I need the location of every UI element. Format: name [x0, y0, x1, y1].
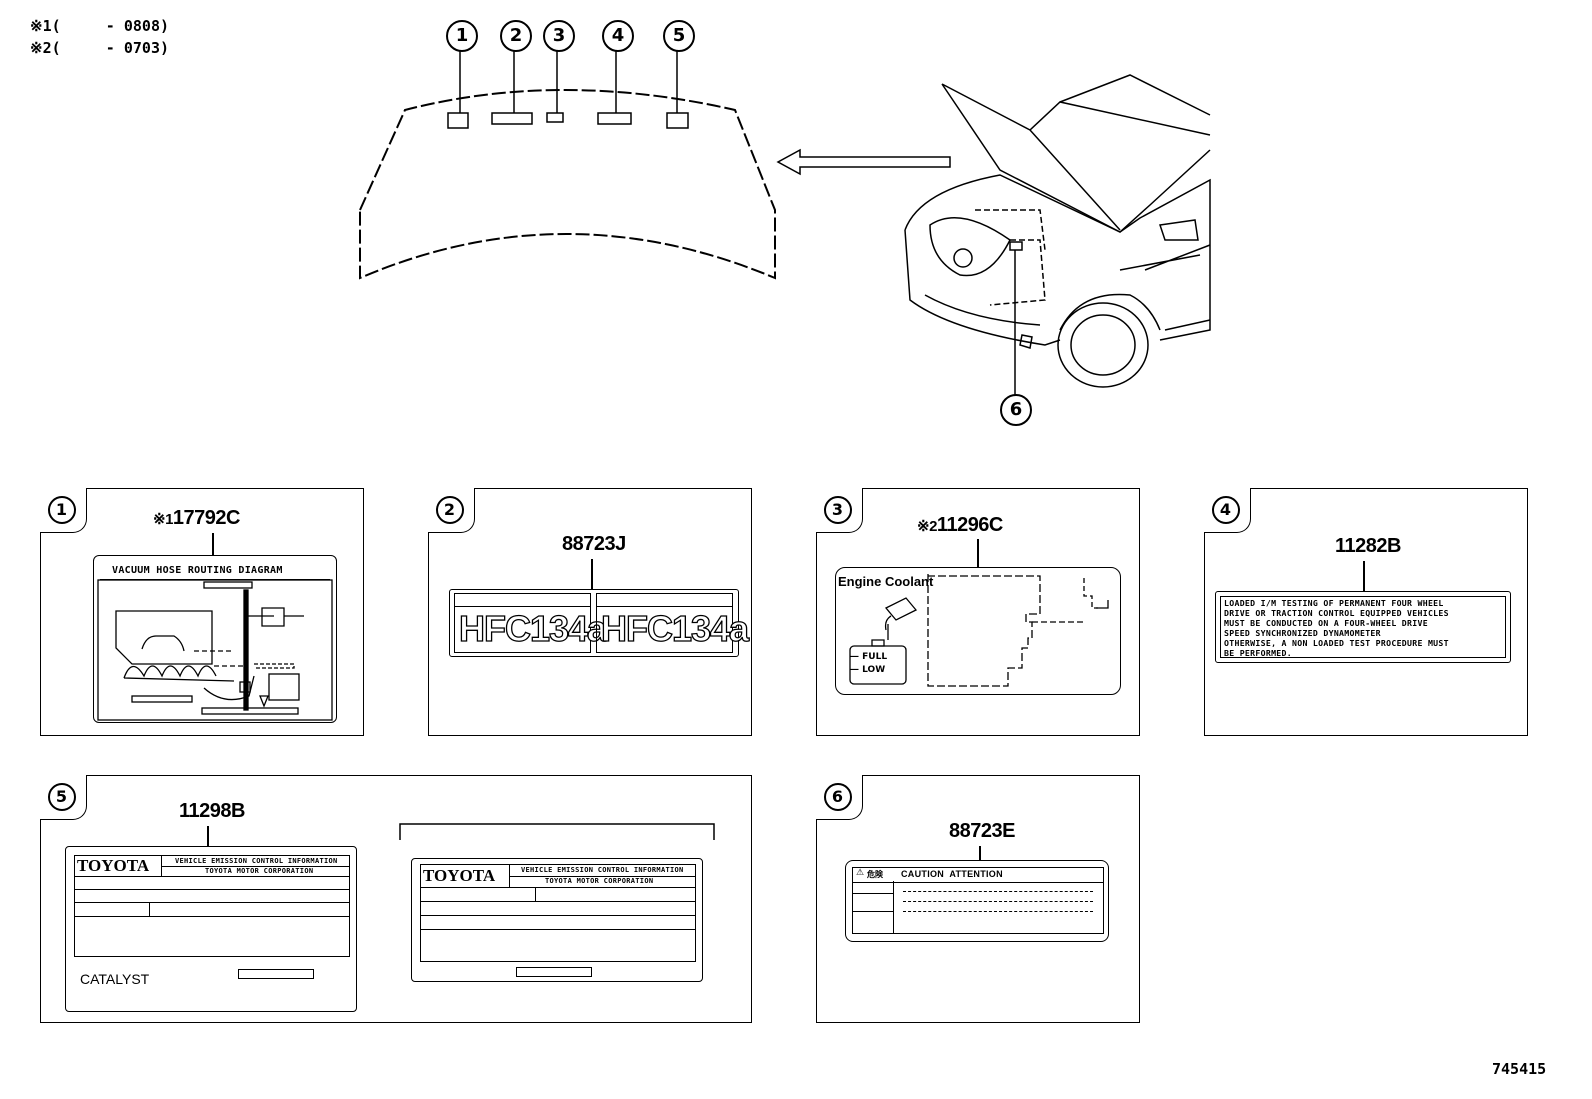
callout-4: 4: [602, 20, 634, 52]
catalyst-label: CATALYST: [80, 971, 150, 987]
note-2-mark: ※2: [30, 39, 52, 57]
car-icon: [904, 74, 1211, 388]
note-2: ※2( - 0703): [30, 38, 169, 58]
panel-2-number: 2: [435, 495, 464, 524]
panel-1-number: 1: [47, 495, 76, 524]
panel-4-number: 4: [1211, 495, 1240, 524]
panel-1: 1 ※117792C VACUUM HOSE ROUTING DIAGRAM: [39, 487, 364, 736]
panel-6: 6 88723E ⚠ 危険 CAUTION ATTENTION: [815, 774, 1140, 1023]
panel-5-number: 5: [47, 782, 76, 811]
engine-coolant-label: Engine Coolant — FULL — LOW: [835, 567, 1121, 695]
panel-3: 3 ※211296C Engine Coolant — FULL — LOW: [815, 487, 1140, 736]
panel-4-part: 11282B: [1335, 535, 1401, 557]
hood-and-car-illustration: [359, 48, 1211, 395]
hood-label-3: [546, 112, 564, 123]
hood-outline: [359, 89, 776, 280]
emission-label-b: TOYOTA VEHICLE EMISSION CONTROL INFORMAT…: [411, 858, 703, 982]
coolant-pour-icon: [849, 574, 1109, 687]
coolant-full: FULL: [862, 652, 888, 662]
panel-5-part: 11298B: [179, 800, 245, 822]
coolant-low: LOW: [862, 665, 886, 675]
note-1-text: ( - 0808): [51, 17, 170, 35]
vacuum-hose-title: VACUUM HOSE ROUTING DIAGRAM: [112, 565, 283, 576]
vacuum-hose-label: VACUUM HOSE ROUTING DIAGRAM: [93, 555, 337, 723]
figure-id: 745415: [1492, 1060, 1547, 1078]
warning-icon: ⚠: [856, 868, 865, 878]
coolant-title: Engine Coolant: [838, 574, 934, 589]
panel-2: 2 88723J HFC134a HFC134a: [427, 487, 752, 736]
panel-6-number: 6: [823, 782, 852, 811]
refrigerant-label: HFC134a HFC134a: [449, 589, 750, 657]
hood-label-1: [447, 112, 469, 129]
callout-1: 1: [446, 20, 478, 52]
panel-2-part: 88723J: [562, 533, 626, 555]
loaded-im-label: LOADED I/M TESTING OF PERMANENT FOUR WHE…: [1215, 591, 1511, 663]
note-2-text: ( - 0703): [51, 39, 170, 57]
hfc-text-left: HFC134a: [458, 607, 607, 649]
arrow-left-icon: [776, 148, 951, 176]
hood-label-4: [597, 112, 632, 125]
panel-3-number: 3: [823, 495, 852, 524]
callout-5: 5: [663, 20, 695, 52]
toyota-brand-b: TOYOTA: [423, 866, 496, 885]
hfc-text-right: HFC134a: [600, 607, 749, 649]
toyota-brand-a: TOYOTA: [77, 856, 150, 875]
caution-label: ⚠ 危険 CAUTION ATTENTION: [845, 860, 1109, 942]
hood-label-5: [666, 112, 689, 129]
panel-3-part: ※211296C: [917, 514, 1003, 536]
vacuum-diagram-icon: [97, 579, 333, 721]
callout-6: 6: [1000, 394, 1032, 426]
hood-label-2: [491, 112, 533, 125]
panel-1-part: ※117792C: [153, 507, 240, 529]
note-1-mark: ※1: [30, 17, 52, 35]
note-1: ※1( - 0808): [30, 16, 169, 36]
panel-5: 5 11298B TOYOTA VEHICLE EMISSION CONTROL…: [39, 774, 752, 1023]
caution-text: CAUTION ATTENTION: [901, 869, 1003, 879]
callout-2: 2: [500, 20, 532, 52]
emission-label-a: TOYOTA VEHICLE EMISSION CONTROL INFORMAT…: [65, 846, 357, 1012]
panel-6-part: 88723E: [949, 820, 1015, 842]
callout-3: 3: [543, 20, 575, 52]
panel-4: 4 11282B LOADED I/M TESTING OF PERMANENT…: [1203, 487, 1528, 736]
